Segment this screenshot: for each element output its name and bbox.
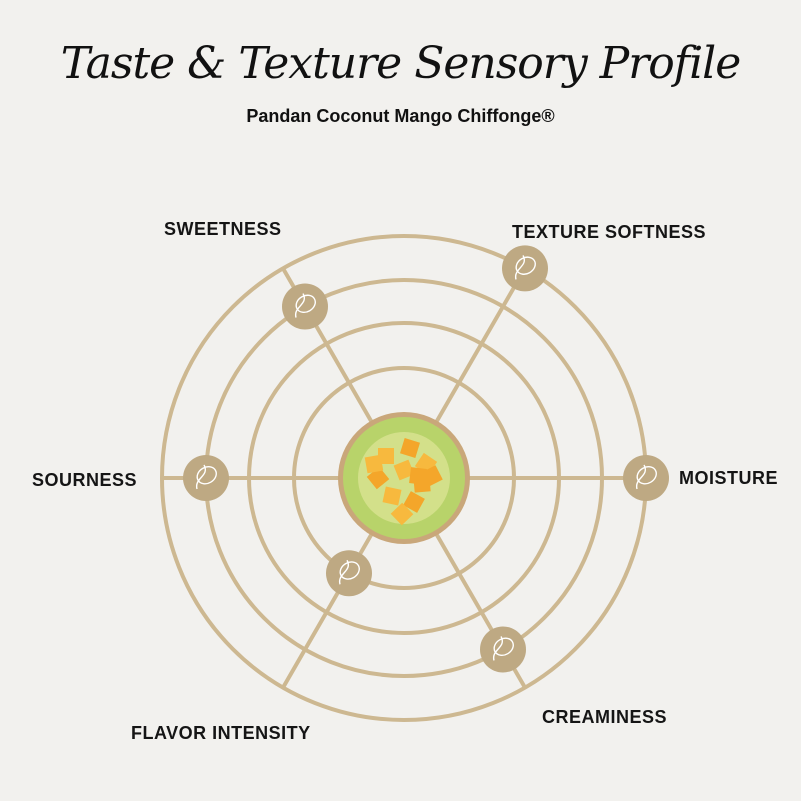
leaf-logo-icon <box>492 636 503 661</box>
mango-cube <box>393 459 415 481</box>
mango-cube <box>390 502 414 526</box>
marker-flavor-intensity <box>326 550 372 597</box>
marker-texture-softness <box>502 245 548 292</box>
mango-cube <box>364 454 384 474</box>
chart-subtitle: Pandan Coconut Mango Chiffonge® <box>246 106 555 126</box>
leaf-logo-icon <box>635 464 646 490</box>
mango-cube <box>400 438 420 458</box>
marker-sweetness <box>282 283 328 330</box>
label-sourness: SOURNESS <box>32 470 138 490</box>
chart-title: Taste & Texture Sensory Profile <box>60 38 742 89</box>
marker-creaminess <box>480 626 526 673</box>
mango-cube <box>403 491 425 513</box>
label-flavor-intensity: FLAVOR INTENSITY <box>131 723 311 743</box>
mango-cube <box>382 486 402 506</box>
marker-sourness <box>183 455 229 501</box>
mango-cube <box>378 448 394 464</box>
label-sweetness: SWEETNESS <box>164 219 282 239</box>
leaf-logo-icon <box>195 464 206 490</box>
leaf-logo-icon <box>294 293 305 318</box>
label-moisture: MOISTURE <box>679 468 779 488</box>
leaf-logo-icon <box>514 255 525 280</box>
mango-cube <box>409 467 427 485</box>
marker-moisture <box>623 455 669 501</box>
label-texture-softness: TEXTURE SOFTNESS <box>512 222 707 242</box>
leaf-logo-icon <box>338 559 349 585</box>
label-creaminess: CREAMINESS <box>542 707 668 727</box>
spoke-1 <box>434 267 527 424</box>
